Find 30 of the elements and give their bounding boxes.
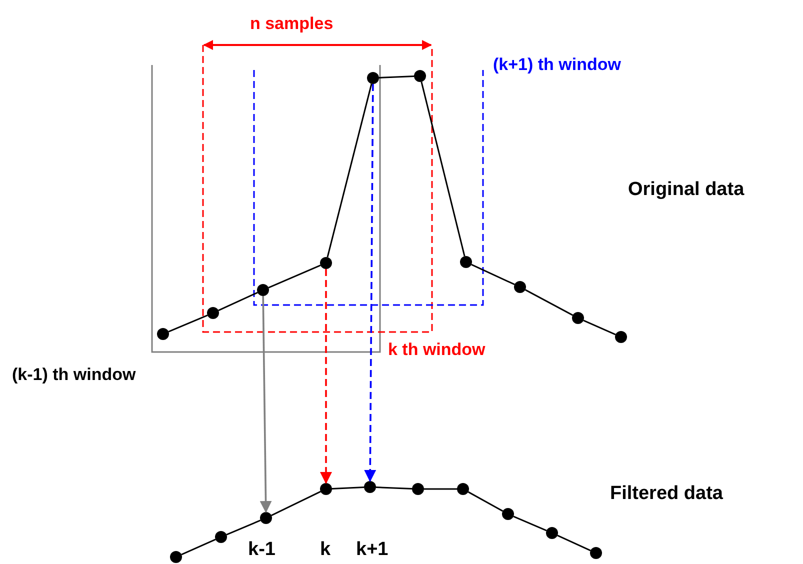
window-label: (k+1) th window — [493, 55, 621, 75]
arrow — [260, 296, 272, 513]
signal-line — [378, 76, 414, 78]
window-label: (k-1) th window — [12, 365, 136, 385]
axis-caption: Filtered data — [610, 484, 723, 504]
signal-line — [271, 490, 321, 516]
signal-line — [513, 516, 547, 532]
sample-index: k+1 — [356, 540, 388, 560]
signal-line — [181, 538, 216, 556]
dimension-label: n samples — [250, 14, 334, 34]
arrow — [364, 84, 376, 482]
signal-line — [332, 486, 364, 490]
signal-line — [471, 264, 515, 286]
signal-line — [524, 289, 574, 316]
signal-line — [424, 488, 457, 490]
signal-line — [557, 534, 591, 552]
signal-line — [268, 264, 321, 288]
signal-line — [468, 491, 504, 512]
signal-line — [168, 314, 208, 332]
arrow — [320, 269, 332, 484]
axis-caption: Original data — [628, 180, 744, 200]
signal-line — [226, 520, 261, 536]
signal-line — [376, 486, 412, 490]
sample-index: k-1 — [248, 540, 276, 560]
signal-line — [583, 320, 616, 336]
window-label: k th window — [388, 340, 486, 360]
signal-line — [326, 84, 372, 258]
signal-line — [218, 292, 258, 312]
signal-line — [420, 82, 466, 256]
sample-index: k — [320, 540, 331, 560]
